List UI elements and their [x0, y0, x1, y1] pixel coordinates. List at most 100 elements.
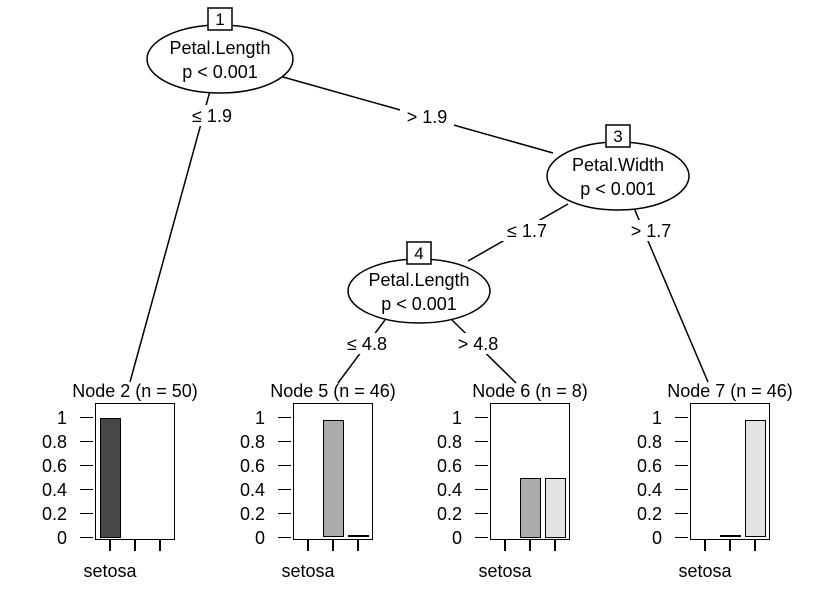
- y-axis-tick-label: 0.6: [436, 455, 462, 476]
- y-axis-tick: [278, 416, 291, 419]
- y-axis-tick-label: 0.4: [636, 479, 662, 500]
- terminal-panel-node-5: Node 5 (n = 46) setosa 0 0.2 0.4 0.6 0.8 1: [213, 381, 396, 591]
- x-axis-tick: [729, 540, 731, 551]
- x-axis-tick: [529, 540, 531, 551]
- x-axis-tick: [704, 540, 706, 551]
- x-axis-label-setosa: setosa: [281, 561, 335, 581]
- y-axis-tick: [675, 440, 688, 443]
- bar: [719, 534, 741, 538]
- split-label: > 4.8: [458, 334, 499, 354]
- node-id-box: [207, 7, 233, 31]
- bar: [519, 477, 541, 538]
- bar: [544, 477, 566, 538]
- y-axis-tick-label: 1: [651, 407, 662, 428]
- y-axis-tick: [278, 536, 291, 539]
- y-axis-tick: [475, 512, 488, 515]
- edge-node1-node2: [129, 90, 211, 383]
- y-axis-tick: [278, 512, 291, 515]
- x-axis-tick: [332, 540, 334, 551]
- y-axis-tick-label: 0.6: [636, 455, 662, 476]
- node-variable: Petal.Length: [169, 38, 270, 58]
- y-axis-tick-label: 1: [451, 407, 462, 428]
- tree-node-1: Petal.Length p < 0.001 1: [146, 7, 294, 94]
- y-axis-tick-label: 0.6: [239, 455, 265, 476]
- y-axis-tick: [278, 488, 291, 491]
- x-axis-label-setosa: setosa: [478, 561, 532, 581]
- y-axis-tick: [80, 512, 93, 515]
- y-axis-tick: [475, 416, 488, 419]
- node-id: 4: [414, 244, 423, 263]
- y-axis-tick-label: 0.4: [41, 479, 67, 500]
- y-axis-tick: [80, 416, 93, 419]
- x-axis-label-setosa: setosa: [678, 561, 732, 581]
- split-label: > 1.7: [631, 221, 672, 241]
- x-axis-tick: [134, 540, 136, 551]
- node-variable: Petal.Width: [572, 155, 664, 175]
- x-axis-tick: [504, 540, 506, 551]
- panel-title: Node 5 (n = 46): [270, 381, 396, 401]
- tree-node-3: Petal.Width p < 0.001 3: [546, 124, 690, 211]
- x-axis-tick: [109, 540, 111, 551]
- x-axis-tick: [554, 540, 556, 551]
- node-ellipse: [146, 24, 294, 94]
- edge-label-left-3: ≤ 1.7: [500, 220, 554, 241]
- split-label: ≤ 1.9: [192, 106, 232, 126]
- tree-node-4: Petal.Length p < 0.001 4: [347, 241, 491, 324]
- y-axis-tick: [475, 536, 488, 539]
- bar: [99, 417, 121, 538]
- y-axis-tick-label: 0: [651, 527, 662, 548]
- y-axis-tick-label: 0.8: [239, 431, 265, 452]
- node-id-box: [406, 241, 432, 265]
- x-axis-tick: [754, 540, 756, 551]
- y-axis-tick-label: 0.8: [436, 431, 462, 452]
- panel-title: Node 6 (n = 8): [472, 381, 588, 401]
- edge-label-left-4: ≤ 4.8: [340, 333, 394, 354]
- node-p-value: p < 0.001: [580, 179, 656, 199]
- node-variable: Petal.Length: [368, 270, 469, 290]
- node-id-box: [605, 124, 631, 148]
- y-axis-tick: [80, 440, 93, 443]
- x-axis-tick: [357, 540, 359, 551]
- y-axis-tick-label: 0: [56, 527, 67, 548]
- panel-title: Node 2 (n = 50): [72, 381, 198, 401]
- y-axis-tick: [675, 512, 688, 515]
- edge-label-right-1: > 1.9: [400, 106, 454, 127]
- node-p-value: p < 0.001: [381, 294, 457, 314]
- y-axis-tick: [675, 488, 688, 491]
- y-axis-tick-label: 1: [254, 407, 265, 428]
- y-axis-tick: [475, 440, 488, 443]
- x-axis-label-setosa: setosa: [83, 561, 137, 581]
- y-axis-tick: [80, 464, 93, 467]
- node-p-value: p < 0.001: [182, 62, 258, 82]
- y-axis-tick: [278, 464, 291, 467]
- y-axis-tick-label: 0.8: [41, 431, 67, 452]
- y-axis-tick-label: 0.2: [41, 503, 67, 524]
- y-axis-tick: [675, 536, 688, 539]
- y-axis-tick-label: 0.2: [436, 503, 462, 524]
- node-id: 3: [613, 127, 622, 146]
- y-axis-tick-label: 0.2: [239, 503, 265, 524]
- y-axis-tick-label: 0: [451, 527, 462, 548]
- y-axis-tick: [475, 488, 488, 491]
- y-axis-tick-label: 0.2: [636, 503, 662, 524]
- bar: [347, 534, 369, 538]
- node-ellipse: [546, 141, 690, 211]
- edge-label-left-1: ≤ 1.9: [185, 105, 239, 126]
- bar: [322, 420, 344, 538]
- terminal-panel-node-7: Node 7 (n = 46) setosa 0 0.2 0.4 0.6 0.8 1: [610, 381, 793, 591]
- y-axis-tick-label: 0: [254, 527, 265, 548]
- y-axis-tick-label: 1: [56, 407, 67, 428]
- split-label: ≤ 4.8: [347, 334, 387, 354]
- y-axis-tick-label: 0.8: [636, 431, 662, 452]
- panel-title: Node 7 (n = 46): [667, 381, 793, 401]
- split-label: > 1.9: [407, 107, 448, 127]
- y-axis-tick: [80, 488, 93, 491]
- y-axis-tick: [675, 464, 688, 467]
- edge-label-right-4: > 4.8: [451, 333, 505, 354]
- y-axis-tick-label: 0.4: [239, 479, 265, 500]
- split-label: ≤ 1.7: [507, 221, 547, 241]
